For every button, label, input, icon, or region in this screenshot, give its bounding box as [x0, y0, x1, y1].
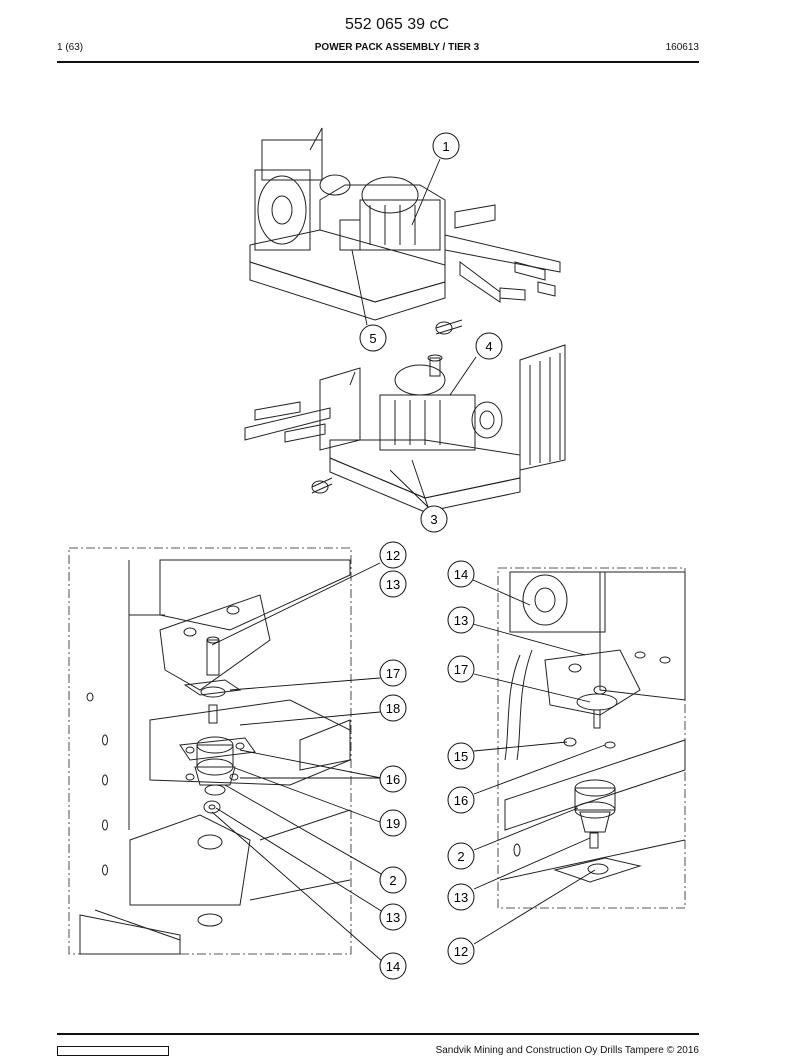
- callout-balloon: 2: [379, 866, 407, 894]
- revision-date: 160613: [665, 42, 699, 53]
- callout-balloon: 17: [379, 659, 407, 687]
- callout-balloon: 13: [379, 903, 407, 931]
- page-title: POWER PACK ASSEMBLY / TIER 3: [314, 42, 480, 53]
- svg-text:14: 14: [454, 567, 468, 582]
- callout-balloon: 13: [379, 570, 407, 598]
- document-number: 552 065 39 cC: [344, 16, 450, 33]
- svg-text:2: 2: [457, 849, 464, 864]
- svg-text:13: 13: [386, 910, 400, 925]
- svg-text:13: 13: [454, 613, 468, 628]
- callout-balloon: 18: [379, 694, 407, 722]
- callout-balloon: 12: [379, 541, 407, 569]
- svg-text:2: 2: [389, 873, 396, 888]
- mount-detail-right: [497, 567, 686, 909]
- callout-balloon: 19: [379, 809, 407, 837]
- callout-balloon: 1: [432, 132, 460, 160]
- callouts-top: 1 5 4 3: [359, 132, 503, 533]
- svg-text:12: 12: [454, 944, 468, 959]
- power-pack-view-top: [249, 127, 561, 335]
- callout-balloon: 14: [447, 560, 475, 588]
- svg-text:3: 3: [430, 512, 437, 527]
- footer-rule: [57, 1033, 699, 1035]
- callout-balloon: 3: [420, 505, 448, 533]
- callout-balloon: 16: [447, 786, 475, 814]
- header-rule: [57, 61, 699, 63]
- callout-balloon: 13: [447, 606, 475, 634]
- callout-balloon: 2: [447, 842, 475, 870]
- svg-text:16: 16: [454, 793, 468, 808]
- svg-text:1: 1: [442, 139, 449, 154]
- callout-balloon: 14: [379, 952, 407, 980]
- svg-text:14: 14: [386, 959, 400, 974]
- svg-text:17: 17: [454, 662, 468, 677]
- callout-balloon: 12: [447, 937, 475, 965]
- svg-text:5: 5: [369, 331, 376, 346]
- callout-balloon: 17: [447, 655, 475, 683]
- svg-text:18: 18: [386, 701, 400, 716]
- callout-balloon: 13: [447, 883, 475, 911]
- callouts-right-detail: 14 13 17 15 16 2 13 12: [447, 560, 475, 965]
- svg-text:16: 16: [386, 772, 400, 787]
- footer-copyright: Sandvik Mining and Construction Oy Drill…: [435, 1045, 699, 1056]
- svg-text:13: 13: [386, 577, 400, 592]
- callout-balloon: 16: [379, 765, 407, 793]
- callout-balloon: 5: [359, 324, 387, 352]
- svg-text:12: 12: [386, 548, 400, 563]
- mount-detail-left: [68, 547, 352, 955]
- callouts-left-detail: 12 13 17 18 16 19 2 13 14: [379, 541, 407, 980]
- svg-text:19: 19: [386, 816, 400, 831]
- leader-lines: [211, 158, 606, 963]
- page-indicator: 1 (63): [57, 42, 84, 53]
- svg-text:13: 13: [454, 890, 468, 905]
- callout-balloon: 4: [475, 332, 503, 360]
- callout-balloon: 15: [447, 742, 475, 770]
- svg-text:15: 15: [454, 749, 468, 764]
- svg-text:17: 17: [386, 666, 400, 681]
- svg-text:4: 4: [485, 339, 492, 354]
- power-pack-view-middle: [244, 344, 566, 513]
- company-logo: [57, 1046, 169, 1056]
